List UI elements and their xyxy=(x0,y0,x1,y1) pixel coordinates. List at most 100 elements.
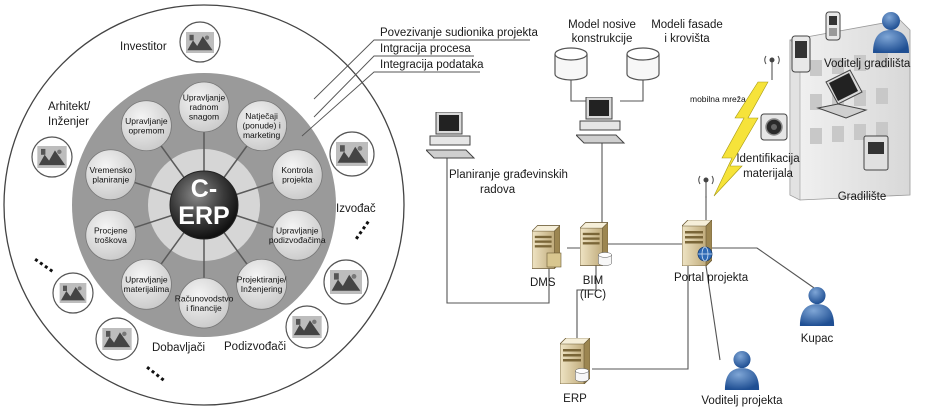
dms-document-icon xyxy=(546,252,562,268)
database-icon-bim xyxy=(598,252,612,266)
dobavljaci-icon-2 xyxy=(95,317,139,361)
callout-line-2 xyxy=(313,55,474,118)
label-identifikacija-2: materijala xyxy=(743,168,793,180)
module-label: marketing xyxy=(243,130,281,140)
module-label: Upravljanje xyxy=(183,93,226,103)
line-erp-to-portal xyxy=(592,265,689,370)
label-podizvodaci: Podizvođači xyxy=(224,341,286,353)
line-portal-to-voditelj xyxy=(705,265,721,361)
module-label: podizvođačima xyxy=(269,235,326,245)
label-planiranje-2: radova xyxy=(480,184,516,196)
label-fasada-1: Modeli fasade xyxy=(651,19,723,31)
izvodac-icon xyxy=(329,131,375,177)
label-arhitekt-1: Arhitekt/ xyxy=(48,101,91,113)
module-circle xyxy=(85,209,137,261)
database-icon-model xyxy=(554,47,588,81)
module-label: Upravljanje xyxy=(276,226,319,236)
laptop-icon xyxy=(816,69,868,119)
callout-povezivanje: Povezivanje sudionika projekta xyxy=(380,27,539,39)
computer-icon-planiranje xyxy=(426,112,475,159)
label-model-2: konstrukcije xyxy=(572,33,633,45)
module-label: Inženjering xyxy=(241,284,283,294)
module-circle xyxy=(120,100,172,152)
module-circle xyxy=(236,100,288,152)
module-label: Računovodstvo xyxy=(175,293,234,303)
dobavljaci-icon-1 xyxy=(52,272,94,314)
callouts xyxy=(301,39,530,137)
line-db-fasada-to-pc xyxy=(620,80,644,102)
callout-line-1 xyxy=(313,39,530,100)
phone-icon-1 xyxy=(791,35,811,73)
module-label: Natječaji xyxy=(245,111,278,121)
hub-label-top: C- xyxy=(191,175,217,203)
module-label: projekta xyxy=(282,174,313,184)
line-bim-to-erp xyxy=(576,262,597,341)
label-planiranje-1: Planiranje građevinskih xyxy=(449,169,568,181)
module-label: snagom xyxy=(189,112,219,122)
stakeholder-labels: Investitor Arhitekt/ Inženjer Izvođač Po… xyxy=(48,41,376,354)
label-portal: Portal projekta xyxy=(674,272,749,284)
connection-lines xyxy=(446,80,818,370)
more-dots xyxy=(34,220,370,382)
device-icon-scanner xyxy=(863,135,889,171)
label-fasada-2: i krovišta xyxy=(664,33,710,45)
label-mobilna: mobilna mreža xyxy=(690,94,746,104)
line-portal-to-kupac xyxy=(712,247,818,291)
person-icon-voditelj-projekta xyxy=(724,351,760,390)
label-model-1: Model nosive xyxy=(568,19,636,31)
hub xyxy=(169,170,239,240)
module-label: Upravljanje xyxy=(125,275,168,285)
label-investitor: Investitor xyxy=(120,41,167,53)
hub-label-bottom: ERP xyxy=(178,202,229,230)
module-circle xyxy=(271,209,323,261)
module-circle xyxy=(178,277,230,329)
antenna-icon-portal xyxy=(698,175,714,198)
database-icon-erp xyxy=(575,368,589,382)
callout-procesi: Intgracija procesa xyxy=(380,43,471,55)
module-circle xyxy=(236,258,288,310)
label-arhitekt-2: Inženjer xyxy=(48,116,89,128)
module-circle xyxy=(178,81,230,133)
module-label: Projektiranje/ xyxy=(237,275,287,285)
label-gradiliste: Gradilište xyxy=(838,191,887,203)
module-label: i financije xyxy=(186,303,222,313)
module-circle xyxy=(120,258,172,310)
label-voditelj-gradilista: Voditelj gradilišta xyxy=(824,58,911,70)
investitor-icon xyxy=(179,21,221,63)
computer-icon-modeling xyxy=(576,97,625,144)
database-icon-fasada xyxy=(626,47,660,81)
module-label: radnom xyxy=(190,102,219,112)
callout-podaci: Integracija podataka xyxy=(380,59,484,71)
camera-icon xyxy=(760,113,788,141)
globe-icon xyxy=(697,246,713,262)
module-label: Upravljanje xyxy=(125,116,168,126)
module-label: troškova xyxy=(95,235,127,245)
module-label: Procjene xyxy=(94,226,128,236)
module-label: Vremensko xyxy=(89,165,132,175)
module-circle xyxy=(85,149,137,201)
person-icon-kupac xyxy=(799,287,835,326)
lightning-icon xyxy=(713,81,769,197)
label-kupac: Kupac xyxy=(801,333,834,345)
podizvodaci-icon-2 xyxy=(285,305,329,349)
callout-line-3 xyxy=(301,71,480,137)
module-label: Kontrola xyxy=(281,165,313,175)
label-voditelj-projekta: Voditelj projekta xyxy=(701,395,783,407)
module-label: planiranje xyxy=(92,174,129,184)
antenna-icon-gradiliste xyxy=(764,55,780,80)
label-dms: DMS xyxy=(530,277,556,289)
label-dobavljaci: Dobavljači xyxy=(152,342,205,354)
label-izvodac: Izvođač xyxy=(336,203,376,215)
module-label: (ponude) i xyxy=(242,121,280,131)
